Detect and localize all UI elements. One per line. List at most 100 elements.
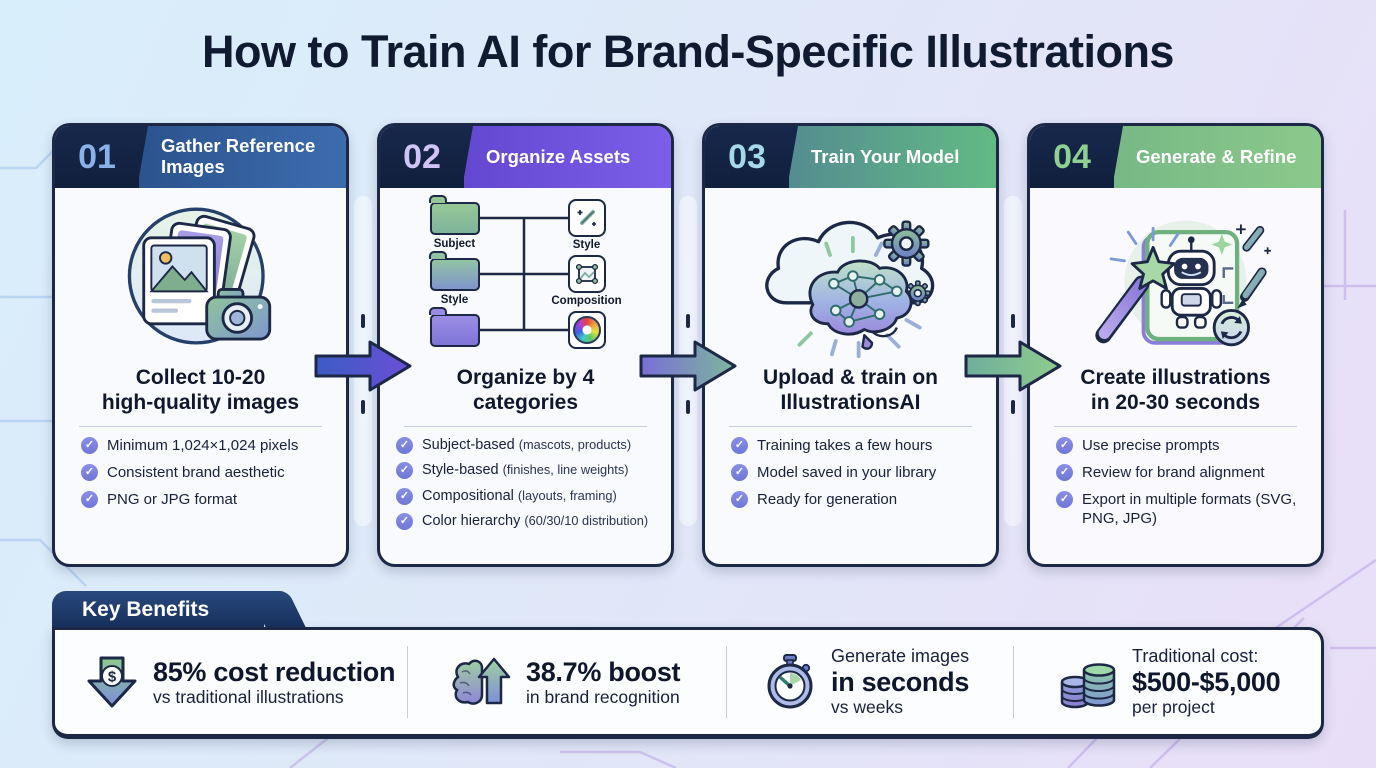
- checklist-item: PNG or JPG format: [81, 490, 334, 509]
- asset-folders-diagram: Subject Style Style: [422, 193, 630, 361]
- divider: [404, 425, 647, 427]
- checklist-item: Export in multiple formats (SVG, PNG, JP…: [1056, 490, 1309, 528]
- flow-arrow-icon: [964, 340, 1062, 392]
- check-icon: [396, 436, 413, 454]
- style-folder-icon: [429, 251, 480, 291]
- step-number: 04: [1053, 137, 1091, 176]
- step-card-organize-assets: 02 Organize Assets Subject Style: [377, 123, 674, 567]
- step-number: 03: [728, 137, 766, 176]
- check-icon: [731, 463, 748, 481]
- step-2-header: 02 Organize Assets: [380, 126, 671, 188]
- checklist-detail: (layouts, framing): [517, 487, 617, 503]
- check-icon: [1056, 463, 1073, 481]
- composition-tile: [567, 255, 606, 293]
- checklist-label: Style-based (finishes, line weights): [422, 462, 629, 479]
- heading-line: high-quality images: [101, 390, 300, 414]
- checklist-label: Export in multiple formats (SVG, PNG, JP…: [1082, 490, 1297, 528]
- checklist-detail: (finishes, line weights): [502, 462, 629, 478]
- check-icon: [396, 487, 413, 505]
- heading-line: categories: [472, 390, 579, 414]
- checklist-label: Compositional (layouts, framing): [422, 487, 617, 504]
- check-icon: [396, 513, 413, 531]
- step-title: Train Your Model: [811, 145, 960, 167]
- key-benefits-label: Key Benefits: [82, 597, 210, 621]
- heading-line: Create illustrations: [1080, 366, 1271, 389]
- step-3-checklist: Training takes a few hours Model saved i…: [705, 436, 996, 510]
- purple-folder-icon: [429, 307, 480, 347]
- divider: [729, 425, 972, 427]
- benefit-small-text: in brand recognition: [526, 687, 680, 708]
- check-icon: [1056, 490, 1073, 508]
- benefit-text: Traditional cost: $500-$5,000 per projec…: [1132, 646, 1281, 717]
- checklist-label: PNG or JPG format: [107, 490, 238, 508]
- benefit-speed: Generate images in seconds vs weeks: [727, 646, 1013, 717]
- heading-line: in 20-30 seconds: [1090, 390, 1261, 414]
- step-title: Gather Reference Images: [161, 135, 316, 177]
- check-icon: [81, 463, 98, 481]
- step-1-header: 01 Gather Reference Images: [55, 126, 346, 188]
- check-icon: [731, 436, 748, 454]
- benefit-small-text: vs traditional illustrations: [153, 687, 344, 708]
- step-3-icon-area: [705, 188, 996, 366]
- benefit-text: 85% cost reduction vs traditional illust…: [153, 657, 395, 707]
- step-2-checklist: Subject-based (mascots, products) Style-…: [380, 436, 671, 531]
- step-4-checklist: Use precise prompts Review for brand ali…: [1030, 436, 1321, 529]
- benefit-top-text: Generate images: [831, 646, 970, 667]
- step-title: Generate & Refine: [1136, 145, 1297, 167]
- step-3-heading: Upload & train on IllustrationsAI: [739, 366, 962, 416]
- checklist-detail: (SVG, PNG, JPG): [1082, 490, 1297, 528]
- step-number: 02: [403, 137, 441, 176]
- step-card-gather-reference-images: 01 Gather Reference Images: [52, 123, 349, 567]
- step-1-icon-area: [55, 188, 346, 366]
- steps-row: 01 Gather Reference Images: [52, 123, 1324, 567]
- checklist-item: Minimum 1,024×1,024 pixels: [81, 436, 334, 455]
- benefit-big-text: in seconds: [831, 667, 970, 698]
- checklist-label: Subject-based (mascots, products): [422, 436, 632, 453]
- step-title: Organize Assets: [486, 145, 631, 167]
- step-3-number-block: 03: [705, 126, 789, 188]
- step-2-icon-area: Subject Style Style: [380, 188, 671, 366]
- heading-line: IllustrationsAI: [780, 390, 921, 414]
- composition-frame-icon: [575, 263, 598, 285]
- brain-boost-icon: [452, 657, 511, 705]
- checklist-label: Review for brand alignment: [1082, 463, 1265, 481]
- checklist-item: Consistent brand aesthetic: [81, 463, 334, 482]
- photo-stack-camera-icon: [127, 207, 271, 345]
- step-1-heading: Collect 10-20 high-quality images: [89, 366, 312, 416]
- subject-folder-icon: [429, 195, 480, 235]
- check-icon: [81, 436, 98, 454]
- cost-reduction-arrow-icon: $: [87, 656, 137, 708]
- ai-brain-cloud-icon: [764, 220, 934, 359]
- dollar-symbol: $: [108, 669, 117, 686]
- key-benefits-bar: $ 85% cost reduction vs traditional illu…: [52, 627, 1324, 739]
- folder-label: Subject: [433, 238, 476, 250]
- stopwatch-icon: [767, 653, 813, 709]
- step-4-heading: Create illustrations in 20-30 seconds: [1064, 366, 1287, 416]
- tile-label: Style: [572, 239, 601, 251]
- checklist-item: Model saved in your library: [731, 463, 984, 482]
- check-icon: [731, 490, 748, 508]
- benefit-big-text: 85% cost reduction: [153, 656, 396, 687]
- checklist-item: Color hierarchy (60/30/10 distribution): [396, 512, 659, 531]
- check-icon: [1056, 436, 1073, 454]
- benefit-cost-reduction: $ 85% cost reduction vs traditional illu…: [55, 655, 407, 709]
- coins-stack-icon: [1060, 663, 1116, 709]
- key-benefits-tab: Key Benefits: [52, 591, 264, 628]
- step-4-header: 04 Generate & Refine: [1030, 126, 1321, 188]
- diagram-connector-lines: [479, 216, 568, 332]
- benefit-text: 38.7% boost in brand recognition: [526, 657, 681, 708]
- folder-label: Style: [440, 294, 469, 306]
- page-title: How to Train AI for Brand-Specific Illus…: [202, 26, 1174, 77]
- step-card-train-your-model: 03 Train Your Model: [702, 123, 999, 567]
- heading-line: Upload & train on: [763, 366, 938, 389]
- style-wand-tile: [567, 199, 606, 237]
- checklist-label: Minimum 1,024×1,024 pixels: [107, 436, 299, 454]
- checklist-item: Training takes a few hours: [731, 436, 984, 455]
- divider: [1054, 425, 1297, 427]
- benefit-small-text: vs weeks: [831, 697, 903, 718]
- step-3-header: 03 Train Your Model: [705, 126, 996, 188]
- benefit-big-text: $500-$5,000: [1132, 667, 1281, 698]
- magic-wand-icon: [577, 210, 596, 226]
- checklist-detail: (60/30/10 distribution): [524, 513, 649, 529]
